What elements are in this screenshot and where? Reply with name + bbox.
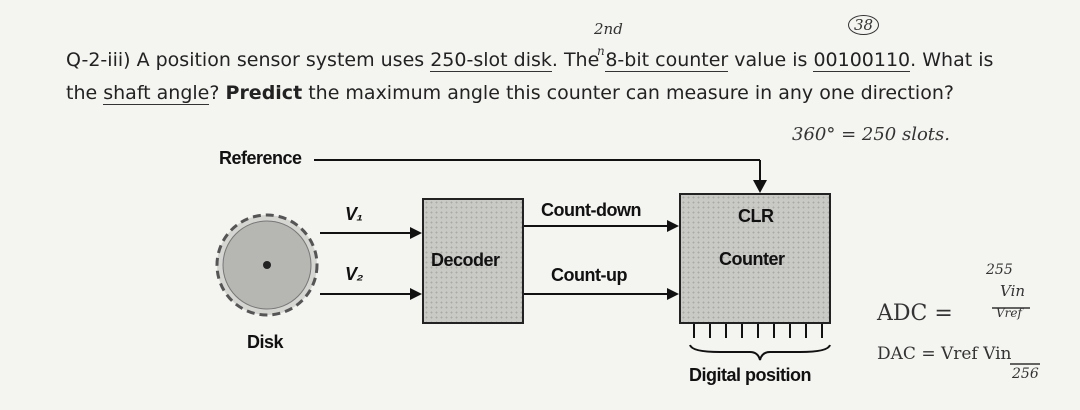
angle-phrase: shaft angle <box>103 82 210 105</box>
disk-gear <box>215 213 319 317</box>
note-256: 256 <box>1012 366 1039 382</box>
question-suffix: the maximum angle this counter can measu… <box>302 82 954 104</box>
v1-label: V₁ <box>345 204 363 224</box>
question-prefix: Q-2-iii) A position sensor system uses <box>66 49 431 71</box>
counter-phrase: 8-bit counter <box>605 49 729 72</box>
reference-arrowhead <box>753 180 767 193</box>
counter-block <box>679 193 831 324</box>
digital-position-label: Digital position <box>689 365 812 385</box>
disk-axle <box>263 261 271 269</box>
note-dac: DAC = Vref Vin <box>877 344 1012 364</box>
note-n: n <box>597 44 605 58</box>
note-adc: ADC = <box>877 301 953 326</box>
clr-label: CLR <box>738 206 774 226</box>
counter-label: Counter <box>719 249 785 269</box>
note-vin: Vin <box>1000 282 1026 300</box>
predict-word: Predict <box>225 82 303 104</box>
output-brace <box>689 344 831 361</box>
question-text: Q-2-iii) A position sensor system uses 2… <box>66 44 1026 110</box>
disk-phrase: 250-slot disk <box>430 49 552 72</box>
note-vref: Vref <box>996 306 1022 320</box>
note-255: 255 <box>986 262 1013 278</box>
disk-label: Disk <box>247 332 284 352</box>
note-2nd: 2nd <box>594 20 623 38</box>
decoder-label: Decoder <box>431 250 500 270</box>
note-360: 360° = 250 slots. <box>792 124 950 145</box>
v2-label: V₂ <box>345 264 363 284</box>
count-up-label: Count-up <box>551 265 627 285</box>
count-down-label: Count-down <box>541 200 641 220</box>
question-mid2: value is <box>728 49 814 71</box>
note-38: 38 <box>848 15 880 35</box>
decoder-block <box>422 198 524 324</box>
reference-label: Reference <box>219 148 302 168</box>
value-phrase: 00100110 <box>813 49 911 72</box>
question-mid4: ? <box>209 82 226 104</box>
question-mid3: . What is the <box>66 49 994 104</box>
question-mid1: . The <box>551 49 606 71</box>
